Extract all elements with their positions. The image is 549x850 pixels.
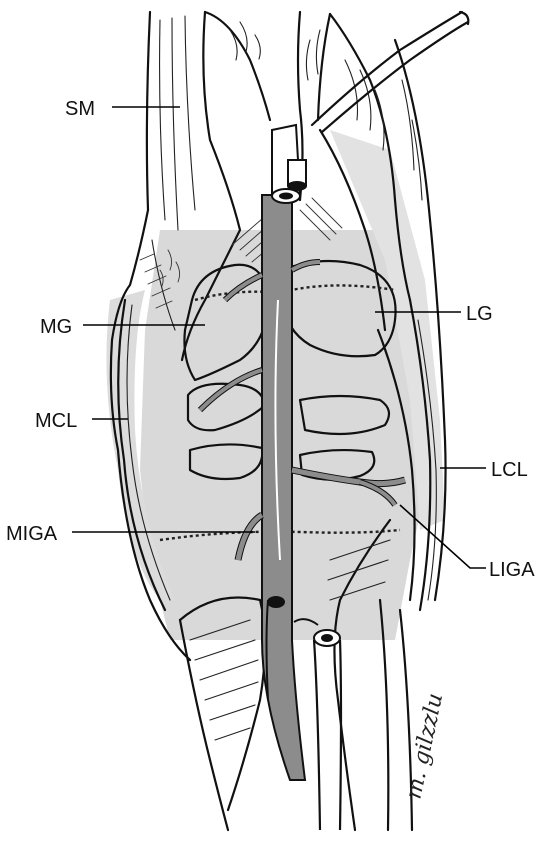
label-miga: MIGA xyxy=(6,523,58,545)
semimembranosus-muscle xyxy=(109,10,242,662)
label-sm: SM xyxy=(65,98,95,120)
lateral-muscle-group xyxy=(299,10,470,602)
leader-liga xyxy=(399,504,486,569)
label-mg: MG xyxy=(40,316,72,338)
labels: SM MG MCL MIGA LG LCL LIGA xyxy=(6,98,535,581)
medial-collateral-ligament xyxy=(117,298,171,612)
lateral-collateral-ligament xyxy=(376,298,437,612)
label-mcl: MCL xyxy=(35,410,77,432)
label-lcl: LCL xyxy=(491,459,528,481)
label-lg: LG xyxy=(466,303,493,325)
label-liga: LIGA xyxy=(489,559,535,581)
popliteal-artery xyxy=(197,123,407,831)
leader-lines xyxy=(72,106,486,569)
